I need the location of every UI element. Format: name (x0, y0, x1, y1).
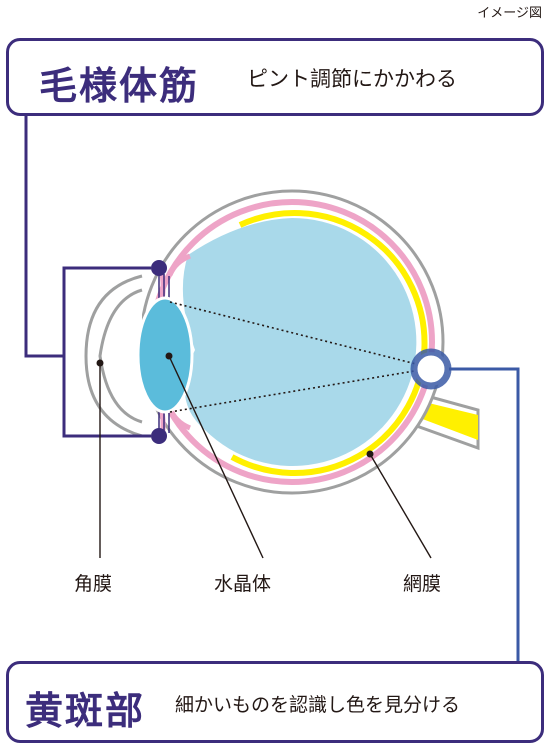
retina-point (366, 450, 374, 458)
lens (136, 296, 194, 414)
light-rays (169, 301, 433, 413)
ciliary-muscle-dot-upper (151, 260, 167, 276)
ciliary-muscle-term: 毛様体筋 (39, 63, 200, 108)
label-leader-lines (99, 355, 432, 559)
ciliary-muscle-callout: 毛様体筋 ピント調節にかかわる (6, 38, 544, 116)
lens-point (165, 352, 173, 360)
image-note: イメージ図 (477, 6, 542, 21)
lens-label: 水晶体 (214, 573, 272, 595)
retina-layer (230, 210, 428, 477)
macula (410, 348, 452, 390)
vitreous-body (182, 217, 417, 466)
ciliary-callout-line (24, 116, 151, 438)
macula-term: 黄斑部 (25, 688, 146, 733)
ciliary-body-upper (167, 253, 191, 276)
macula-callout: 黄斑部 細かいものを認識し色を見分ける (6, 661, 544, 743)
cornea-label: 角膜 (74, 573, 113, 595)
retina-label: 網膜 (403, 573, 442, 595)
macula-description: 細かいものを認識し色を見分ける (175, 694, 461, 716)
ciliary-muscle-dot-lower (151, 428, 167, 444)
cornea-point (96, 359, 104, 367)
cornea (84, 274, 143, 438)
macula-callout-line (449, 367, 520, 661)
ciliary-muscle-description: ピント調節にかかわる (247, 67, 457, 91)
